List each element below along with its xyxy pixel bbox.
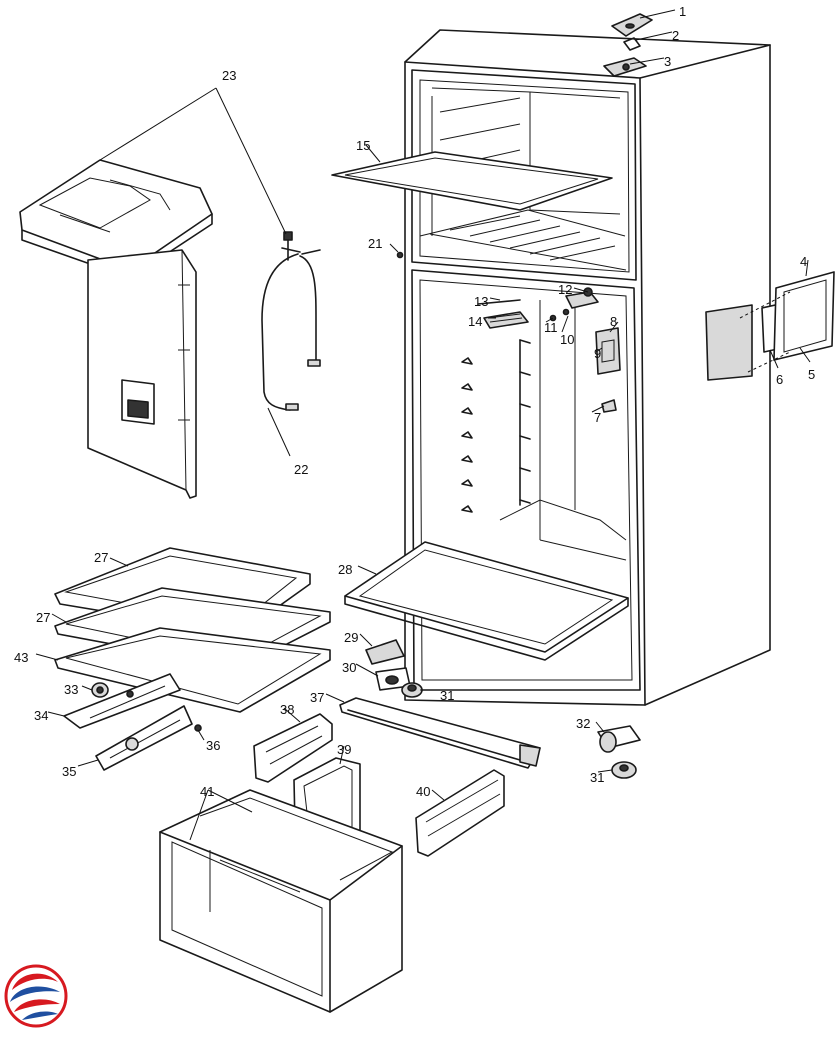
callout-12: 12 — [558, 282, 572, 297]
door-assembly-23 — [19, 159, 213, 499]
callout-40: 40 — [416, 784, 430, 799]
callout-27: 27 — [94, 550, 108, 565]
wiring-22 — [261, 231, 321, 411]
freezer-floor-grill — [449, 215, 616, 261]
callout-43: 43 — [14, 650, 28, 665]
callout-2: 2 — [672, 28, 679, 43]
crisper-cover-37 — [339, 697, 541, 769]
brand-logo-icon — [4, 964, 68, 1028]
callout-9: 9 — [594, 346, 601, 361]
callout-8: 8 — [610, 314, 617, 329]
freezer-shelf-15 — [331, 151, 613, 211]
callout-29: 29 — [344, 630, 358, 645]
callout-38: 38 — [280, 702, 294, 717]
callout-1: 1 — [679, 4, 686, 19]
crisper-drawer-41 — [159, 789, 403, 1013]
callout-27: 27 — [36, 610, 50, 625]
bracket-40 — [415, 769, 505, 857]
callout-6: 6 — [776, 372, 783, 387]
glass-shelves-left — [54, 547, 331, 713]
slide-rails-left — [63, 673, 202, 771]
top-hinge-assembly — [603, 13, 653, 77]
callout-11: 11 — [544, 320, 558, 335]
control-parts — [477, 287, 621, 413]
small-parts-center — [365, 639, 423, 698]
callout-37: 37 — [310, 690, 324, 705]
callout-15: 15 — [356, 138, 370, 153]
callout-39: 39 — [337, 742, 351, 757]
screw-21 — [396, 251, 404, 259]
callout-36: 36 — [206, 738, 220, 753]
lower-hinge-parts — [597, 725, 641, 779]
bracket-38 — [253, 713, 333, 783]
callout-22: 22 — [294, 462, 308, 477]
callout-13: 13 — [474, 294, 488, 309]
leader-lines — [35, 9, 811, 841]
shelf-supports — [461, 357, 473, 513]
callout-labels: 1234567891011121314152122232727282930313… — [14, 4, 815, 799]
shelf-rails — [519, 339, 531, 506]
callout-21: 21 — [368, 236, 382, 251]
callout-35: 35 — [62, 764, 76, 779]
callout-30: 30 — [342, 660, 356, 675]
callout-3: 3 — [664, 54, 671, 69]
callout-4: 4 — [800, 254, 807, 269]
callout-14: 14 — [468, 314, 482, 329]
callout-7: 7 — [594, 410, 601, 425]
callout-33: 33 — [64, 682, 78, 697]
callout-32: 32 — [576, 716, 590, 731]
callout-10: 10 — [560, 332, 574, 347]
callout-5: 5 — [808, 367, 815, 382]
callout-31: 31 — [440, 688, 454, 703]
callout-34: 34 — [34, 708, 48, 723]
callout-28: 28 — [338, 562, 352, 577]
callout-41: 41 — [200, 784, 214, 799]
glass-shelf-28 — [344, 541, 629, 661]
side-trim-parts — [705, 271, 835, 381]
callout-23: 23 — [222, 68, 236, 83]
callout-31: 31 — [590, 770, 604, 785]
